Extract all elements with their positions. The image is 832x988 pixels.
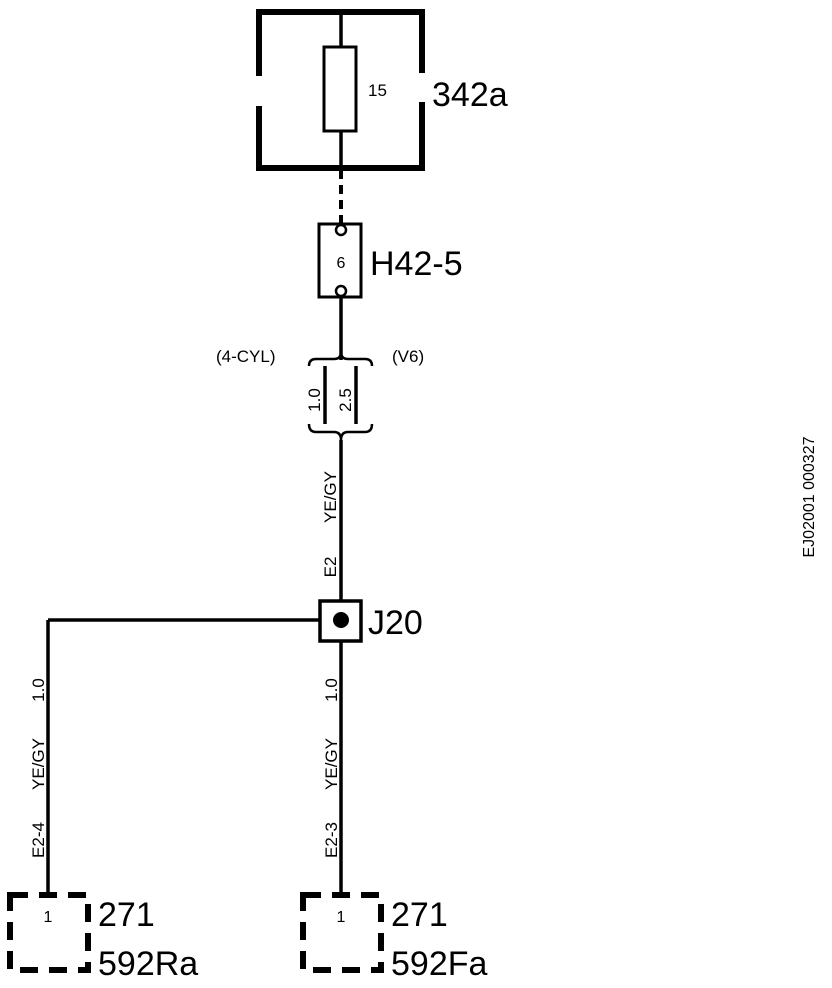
left-connector-sub-id: 592Ra — [98, 945, 198, 983]
fuse-box: 15 342a — [256, 9, 508, 171]
left-branch-color: YE/GY — [29, 738, 48, 790]
right-connector-id: 271 — [391, 896, 448, 934]
left-connector: 1 271 592Ra — [7, 892, 198, 983]
wire-size-v6: 2.5 — [336, 388, 355, 412]
right-connector-pin: 1 — [337, 909, 346, 926]
junction-id: J20 — [368, 604, 423, 642]
connector-pin-top — [334, 223, 348, 237]
variant-brace-bottom — [307, 423, 374, 441]
variant-label-v6: (V6) — [392, 347, 424, 366]
junction-j20: J20 — [46, 599, 423, 895]
fuse-symbol — [322, 45, 358, 133]
left-connector-id: 271 — [98, 896, 155, 934]
variant-section: (4-CYL) (V6) 1.0 2.5 — [216, 347, 424, 441]
right-connector: 1 271 592Fa — [300, 892, 487, 983]
left-connector-pin: 1 — [44, 909, 53, 926]
connector-h42: 6 H42-5 — [317, 222, 463, 299]
fuse-number: 15 — [368, 81, 387, 100]
right-connector-box — [300, 892, 384, 973]
connector-h42-id: H42-5 — [370, 245, 463, 283]
variant-brace-top — [307, 351, 374, 367]
main-wire-color: YE/GY — [321, 471, 340, 523]
main-wire-harness: E2 — [321, 557, 340, 578]
right-branch-size: 1.0 — [322, 678, 341, 702]
variant-label-4cyl: (4-CYL) — [216, 347, 276, 366]
left-connector-box — [7, 892, 91, 973]
left-branch-size: 1.0 — [29, 678, 48, 702]
wire-size-4cyl: 1.0 — [305, 388, 324, 412]
fuse-box-id: 342a — [432, 76, 508, 114]
connector-pin-bottom — [334, 284, 348, 298]
junction-dot — [333, 612, 349, 628]
left-branch-harness: E2-4 — [29, 822, 48, 858]
right-branch-harness: E2-3 — [322, 822, 341, 858]
right-connector-sub-id: 592Fa — [391, 945, 487, 983]
connector-h42-pin: 6 — [337, 255, 346, 272]
drawing-id: EJ02001 000327 — [801, 436, 818, 557]
right-branch-color: YE/GY — [322, 738, 341, 790]
